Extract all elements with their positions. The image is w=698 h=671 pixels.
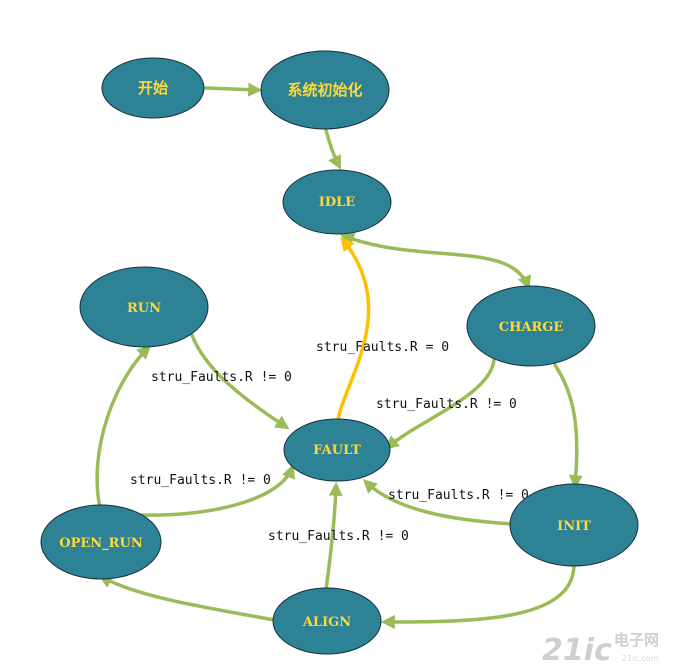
state-align: ALIGN [272,587,382,655]
edge-openrun-to-fault [138,464,296,517]
state-init: INIT [509,483,639,567]
edge-sysinit-to-idle [324,128,341,170]
state-idle: IDLE [282,169,392,235]
watermark-domain: 21ic.com [622,654,659,663]
state-charge-label: CHARGE [499,320,564,335]
state-align-label: ALIGN [302,615,351,630]
state-fault-label: FAULT [313,443,361,458]
state-sysinit-label: 系统初始化 [287,81,362,99]
edge-align-to-openrun [98,574,276,622]
edge-charge-to-fault [384,358,496,450]
state-start: 开始 [101,57,205,119]
watermark-brand: 电子网 [614,631,659,649]
label-fault-to-idle: stru_Faults.R = 0 [316,340,449,355]
watermark: 21ic 电子网 21ic.com [542,631,659,668]
state-init-label: INIT [557,519,591,534]
edge-start-to-sysinit [204,82,263,97]
edge-init-to-fault [362,479,514,526]
edge-run-to-fault [190,333,290,430]
watermark-logo: 21ic [542,633,612,668]
state-start-label: 开始 [138,79,168,97]
state-charge: CHARGE [466,285,596,367]
state-sysinit: 系统初始化 [260,50,390,130]
state-fault: FAULT [283,418,391,482]
edge-init-to-align [380,564,576,629]
edge-labels: stru_Faults.R = 0 stru_Faults.R != 0 str… [130,340,529,544]
state-idle-label: IDLE [319,195,355,210]
nodes: 开始 系统初始化 IDLE RUN CHARGE FAULT INIT OPE [40,50,639,655]
label-init-to-fault: stru_Faults.R != 0 [388,488,529,503]
edge-idle-to-charge [340,232,531,290]
state-open-run-label: OPEN_RUN [59,536,143,551]
label-run-to-fault: stru_Faults.R != 0 [151,370,292,385]
edges [95,82,583,629]
state-open-run: OPEN_RUN [40,504,162,580]
state-run-label: RUN [127,301,161,316]
edge-openrun-to-run [95,345,152,510]
edge-align-to-fault [324,481,343,592]
label-openrun-to-fault: stru_Faults.R != 0 [130,473,271,488]
edge-fault-to-idle [336,236,371,422]
label-align-to-fault: stru_Faults.R != 0 [268,529,409,544]
state-run: RUN [79,266,209,348]
label-charge-to-fault: stru_Faults.R != 0 [376,397,517,412]
edge-charge-to-init [553,363,583,490]
